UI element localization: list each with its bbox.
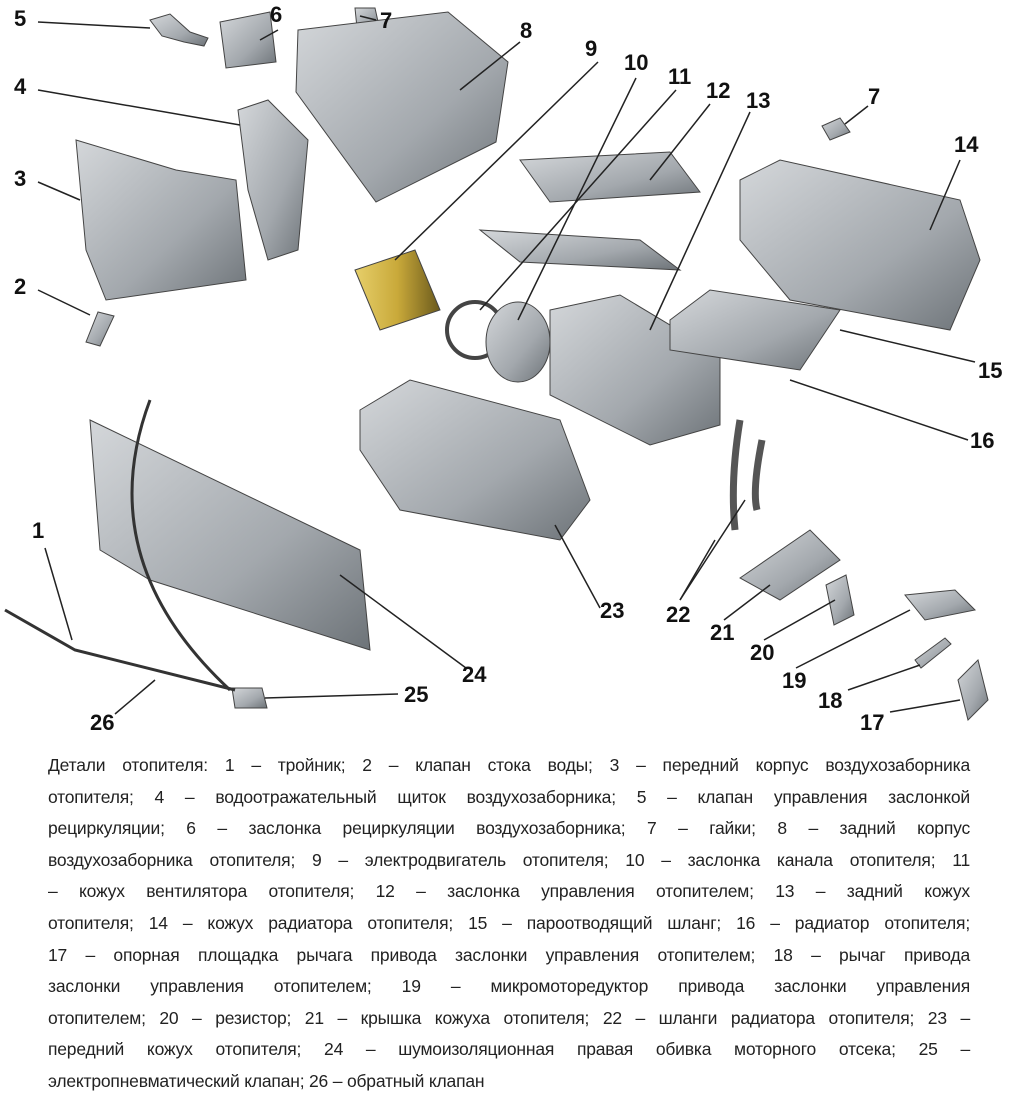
control-flap-part-2: [478, 229, 682, 271]
callout-17: 17: [860, 710, 885, 735]
callout-7: 7: [380, 8, 393, 33]
heater-exploded-diagram: [4, 7, 989, 721]
callout-10: 10: [624, 50, 649, 75]
callout-5: 5: [14, 6, 27, 31]
heater-motor-part: [354, 249, 441, 331]
vacuum-hose: [130, 399, 232, 692]
caption-line: рециркуляции; 6 – заслонка рециркуляции …: [48, 818, 970, 839]
recirculation-valve-part: [149, 13, 209, 47]
caption-line: отопителя; 14 – кожух радиатора отопител…: [48, 912, 970, 933]
callout-13: 13: [746, 88, 771, 113]
callout-18: 18: [818, 688, 843, 713]
callout-20: 20: [750, 640, 775, 665]
splash-shield-part: [237, 99, 309, 261]
callout-19: 19: [782, 668, 807, 693]
lever-part: [914, 637, 952, 669]
caption-line: отопителя; 4 – водоотражательный щиток в…: [48, 786, 970, 807]
front-intake-housing-part: [75, 139, 247, 301]
callout-4: 4: [14, 74, 27, 99]
caption-line: передний кожух отопителя; 24 – шумоизоля…: [48, 1039, 970, 1060]
callout-21: 21: [710, 620, 735, 645]
drain-valve-part: [85, 311, 115, 347]
caption-line: электропневматический клапан; 26 – обрат…: [48, 1070, 485, 1091]
callout-24: 24: [462, 662, 487, 687]
callout-26: 26: [90, 710, 115, 735]
control-flap-part: [519, 151, 701, 203]
callout-22: 22: [666, 602, 691, 627]
radiator-part: [669, 289, 841, 371]
callout-15: 15: [978, 358, 1003, 383]
callout-16: 16: [970, 428, 995, 453]
caption-line: – кожух вентилятора отопителя; 12 – засл…: [48, 881, 970, 902]
nut-part-2: [821, 117, 851, 141]
callout-7b: 7: [868, 84, 881, 109]
parts-caption: Детали отопителя: 1 – тройник; 2 – клапа…: [48, 750, 970, 1098]
radiator-hose-part-2: [751, 439, 766, 511]
caption-line: отопителем; 20 – резистор; 21 – крышка к…: [48, 1007, 970, 1028]
channel-flap-part: [485, 301, 551, 383]
front-heater-case-part: [359, 379, 591, 541]
heater-cover-lid-part: [739, 529, 841, 601]
callout-23: 23: [600, 598, 625, 623]
caption-line: 17 – опорная площадка рычага привода зас…: [48, 944, 970, 965]
callout-1: 1: [32, 518, 45, 543]
rear-intake-housing-part: [295, 11, 509, 203]
callout-2: 2: [14, 274, 27, 299]
callout-3: 3: [14, 166, 27, 191]
callout-9: 9: [585, 36, 598, 61]
callout-14: 14: [954, 132, 979, 157]
radiator-cover-part: [739, 159, 981, 331]
resistor-part: [825, 574, 855, 626]
callout-8: 8: [520, 18, 533, 43]
callout-25: 25: [404, 682, 429, 707]
caption-line: Детали отопителя: 1 – тройник; 2 – клапа…: [48, 755, 970, 775]
micromotor-part: [904, 589, 977, 621]
caption-line: заслонки управления отопителем; 19 – мик…: [48, 976, 970, 997]
callout-6: 6: [270, 2, 283, 27]
vacuum-hose-2: [4, 608, 236, 692]
recirculation-flap-part: [219, 11, 277, 69]
callout-11: 11: [668, 64, 692, 89]
support-plate-part: [957, 659, 989, 721]
electropneumatic-valve-part: [231, 687, 268, 709]
caption-line: воздухозаборника отопителя; 9 – электрод…: [48, 849, 970, 870]
sound-insulation-part: [89, 419, 371, 651]
radiator-hose-part: [729, 419, 744, 531]
leader-lines: [37, 15, 976, 715]
callout-12: 12: [706, 78, 731, 103]
